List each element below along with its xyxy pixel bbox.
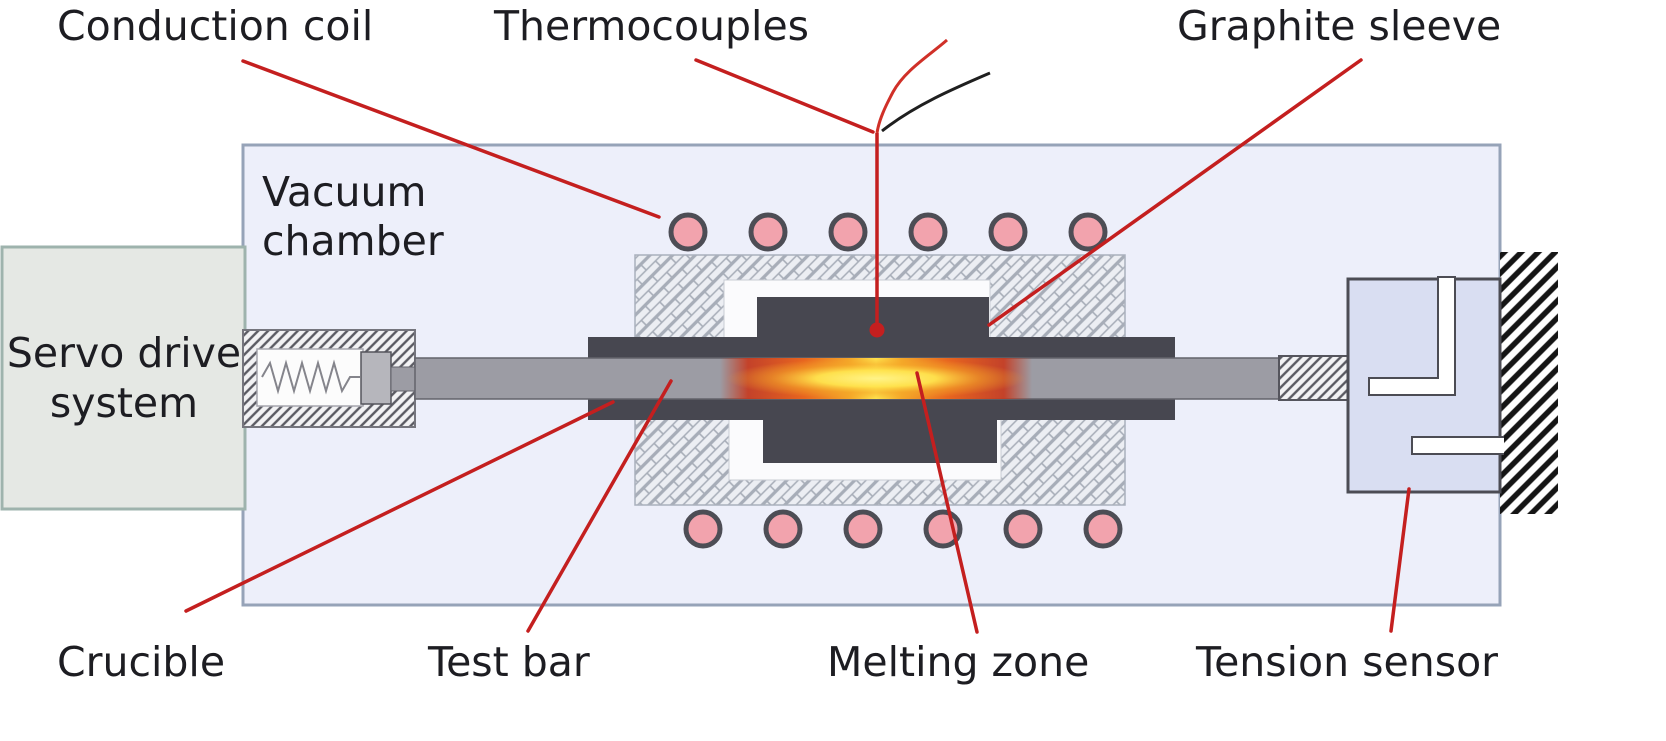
leader-test-bar — [526, 379, 673, 633]
leader-melting-zone — [915, 371, 979, 634]
label-conduction-coil: Conduction coil — [57, 2, 374, 50]
servo-drive-box — [0, 245, 247, 511]
coil-turn — [988, 212, 1028, 252]
threaded-rod — [1278, 355, 1350, 401]
leader-lines — [184, 58, 1411, 634]
thermocouple-tip-dot — [869, 322, 885, 338]
label-test-bar: Test bar — [428, 638, 590, 686]
label-vacuum-chamber: Vacuum chamber — [262, 168, 444, 266]
actuator-spring-box — [256, 348, 364, 407]
coil-turn — [908, 212, 948, 252]
graphite-sleeve — [588, 297, 1175, 463]
leader-thermocouples — [694, 58, 875, 134]
thermocouples-assembly — [869, 38, 991, 338]
label-melting-zone: Melting zone — [827, 638, 1090, 686]
induction-coil-top-row — [668, 212, 1108, 252]
label-tension-sensor: Tension sensor — [1196, 638, 1499, 686]
fixed-wall-hatch — [1500, 252, 1558, 514]
melt-hot-core — [726, 358, 1026, 399]
leader-tension-sensor — [1389, 487, 1411, 633]
label-graphite-sleeve: Graphite sleeve — [1177, 2, 1502, 50]
graphite-sleeve-bottom-strip — [588, 396, 1175, 420]
actuator-spring — [261, 359, 360, 395]
servo-actuator — [242, 329, 418, 428]
coil-turn — [1003, 509, 1043, 549]
coil-turn — [763, 509, 803, 549]
melting-zone-glow — [720, 358, 1032, 399]
coil-turn — [828, 212, 868, 252]
coil-turn — [843, 509, 883, 549]
leader-crucible — [184, 400, 615, 613]
graphite-sleeve-bottom-block — [763, 418, 997, 463]
leader-graphite-sleeve — [987, 58, 1363, 327]
leader-conduction-coil — [241, 59, 661, 219]
coil-turn — [1068, 212, 1108, 252]
coil-turn — [683, 509, 723, 549]
coil-turn — [668, 212, 708, 252]
tension-sensor-slot-lower — [1411, 436, 1504, 455]
label-crucible: Crucible — [57, 638, 226, 686]
coil-turn — [748, 212, 788, 252]
thermocouple-wire-red — [875, 38, 948, 134]
label-servo-drive-system: Servo drive system — [6, 328, 242, 427]
actuator-rod — [390, 366, 418, 392]
tension-sensor — [1346, 276, 1504, 494]
coil-turn — [1083, 509, 1123, 549]
label-thermocouples: Thermocouples — [494, 2, 810, 50]
graphite-sleeve-top-strip — [588, 337, 1175, 361]
thermocouple-wire-black — [881, 71, 991, 133]
tension-sensor-slot-upper — [1368, 276, 1456, 396]
actuator-coupler — [360, 351, 392, 405]
